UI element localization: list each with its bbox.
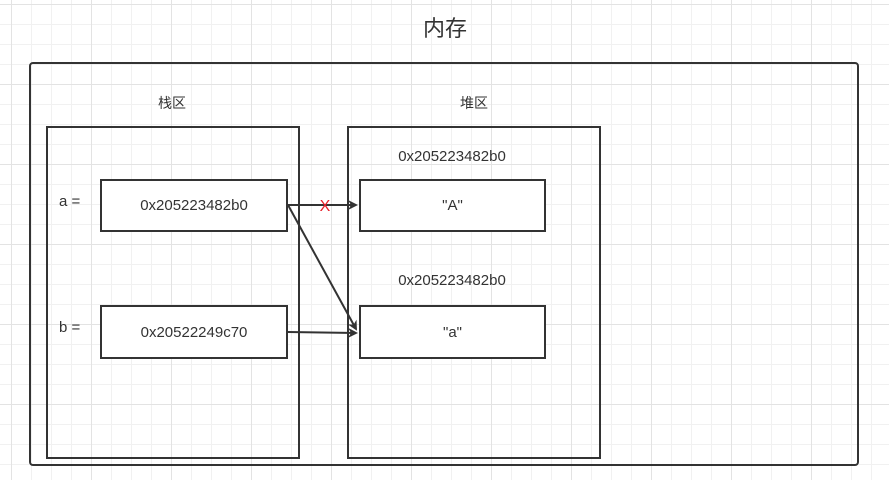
diagram-title: 内存: [422, 17, 467, 42]
heap-object-2-value: "a": [443, 323, 462, 341]
broken-reference-mark: X: [319, 198, 331, 215]
stack-region-label: 栈区: [158, 96, 186, 112]
arrow-b-to-a-string: [287, 327, 358, 338]
variable-b-label: b =: [59, 319, 81, 336]
variable-a-label: a =: [59, 193, 81, 210]
heap-region: [347, 126, 601, 459]
heap-object-1-address: 0x205223482b0: [398, 148, 506, 165]
variable-b-box: 0x20522249c70: [100, 305, 288, 359]
heap-object-1-box: "A": [359, 179, 546, 232]
heap-object-1-value: "A": [442, 197, 463, 214]
heap-region-label: 堆区: [460, 96, 488, 112]
heap-object-2-address: 0x205223482b0: [398, 272, 506, 289]
stack-region: [46, 126, 300, 459]
variable-a-value: 0x205223482b0: [140, 197, 248, 214]
variable-a-box: 0x205223482b0: [100, 179, 288, 232]
heap-object-2-box: "a": [359, 305, 546, 359]
variable-b-value: 0x20522249c70: [140, 323, 248, 341]
memory-container: [29, 62, 859, 466]
arrow-a-to-a-string: [287, 204, 357, 331]
